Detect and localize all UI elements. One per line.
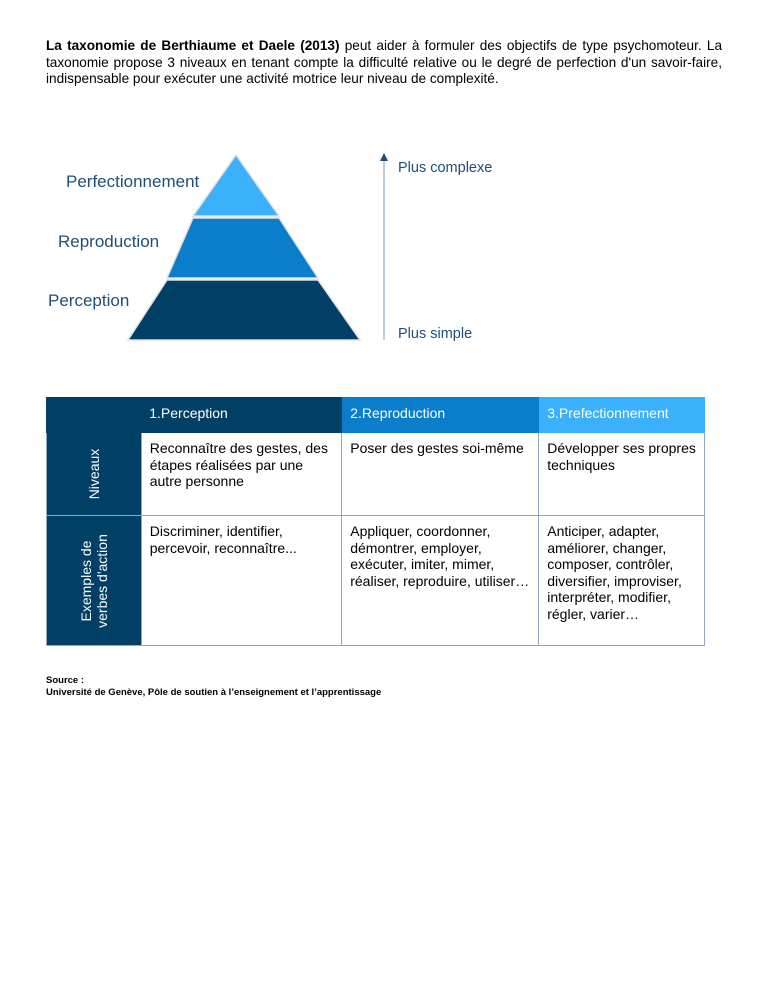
table-cell: Discriminer, identifier, percevoir, reco… (140, 515, 343, 646)
table-cell: Poser des gestes soi-même (341, 432, 540, 516)
pyramid-label-perception: Perception (48, 291, 130, 310)
pyramid-tier-reproduction (165, 217, 320, 279)
intro-paragraph: La taxonomie de Berthiaume et Daele (201… (46, 38, 722, 88)
axis-label-top: Plus complexe (398, 160, 493, 176)
table-cell: Anticiper, adapter, améliorer, changer, … (538, 515, 705, 646)
source-text: Université de Genève, Pôle de soutien à … (46, 687, 382, 698)
row-label-line1: Exemples de (77, 540, 94, 621)
header-perception: 1.Perception (141, 397, 343, 433)
table-row: Niveaux Reconnaître des gestes, des étap… (46, 432, 705, 516)
row-label-line2: verbes d'action (93, 533, 110, 628)
row-label-text: Niveaux (85, 448, 102, 500)
axis-label-bottom: Plus simple (398, 326, 473, 342)
intro-bold: La taxonomie de Berthiaume et Daele (201… (46, 38, 340, 53)
pyramid-diagram (126, 153, 388, 341)
pyramid-label-perfectionnement: Perfectionnement (66, 172, 200, 191)
pyramid-label-reproduction: Reproduction (58, 232, 160, 251)
pyramid-tier-perfectionnement (191, 153, 281, 217)
source-note: Source : Université de Genève, Pôle de s… (46, 675, 381, 699)
header-perfectionnement: 3.Prefectionnement (538, 397, 705, 433)
header-reproduction: 2.Reproduction (341, 397, 540, 433)
table-cell: Développer ses propres techniques (538, 432, 705, 516)
intro-text: peut aider à formuler des objectifs de t… (46, 38, 723, 86)
table-corner (46, 397, 142, 433)
table-header-row: 1.Perception 2.Reproduction 3.Prefection… (46, 397, 705, 433)
row-label-niveaux: Niveaux (46, 432, 142, 516)
table-cell: Reconnaître des gestes, des étapes réali… (140, 432, 343, 516)
pyramid-tier-perception (126, 279, 362, 341)
table-cell: Appliquer, coordonner, démontrer, employ… (341, 515, 540, 646)
arrow-head-icon (380, 153, 388, 161)
source-label: Source : (46, 675, 85, 686)
taxonomy-table: 1.Perception 2.Reproduction 3.Prefection… (46, 397, 705, 646)
